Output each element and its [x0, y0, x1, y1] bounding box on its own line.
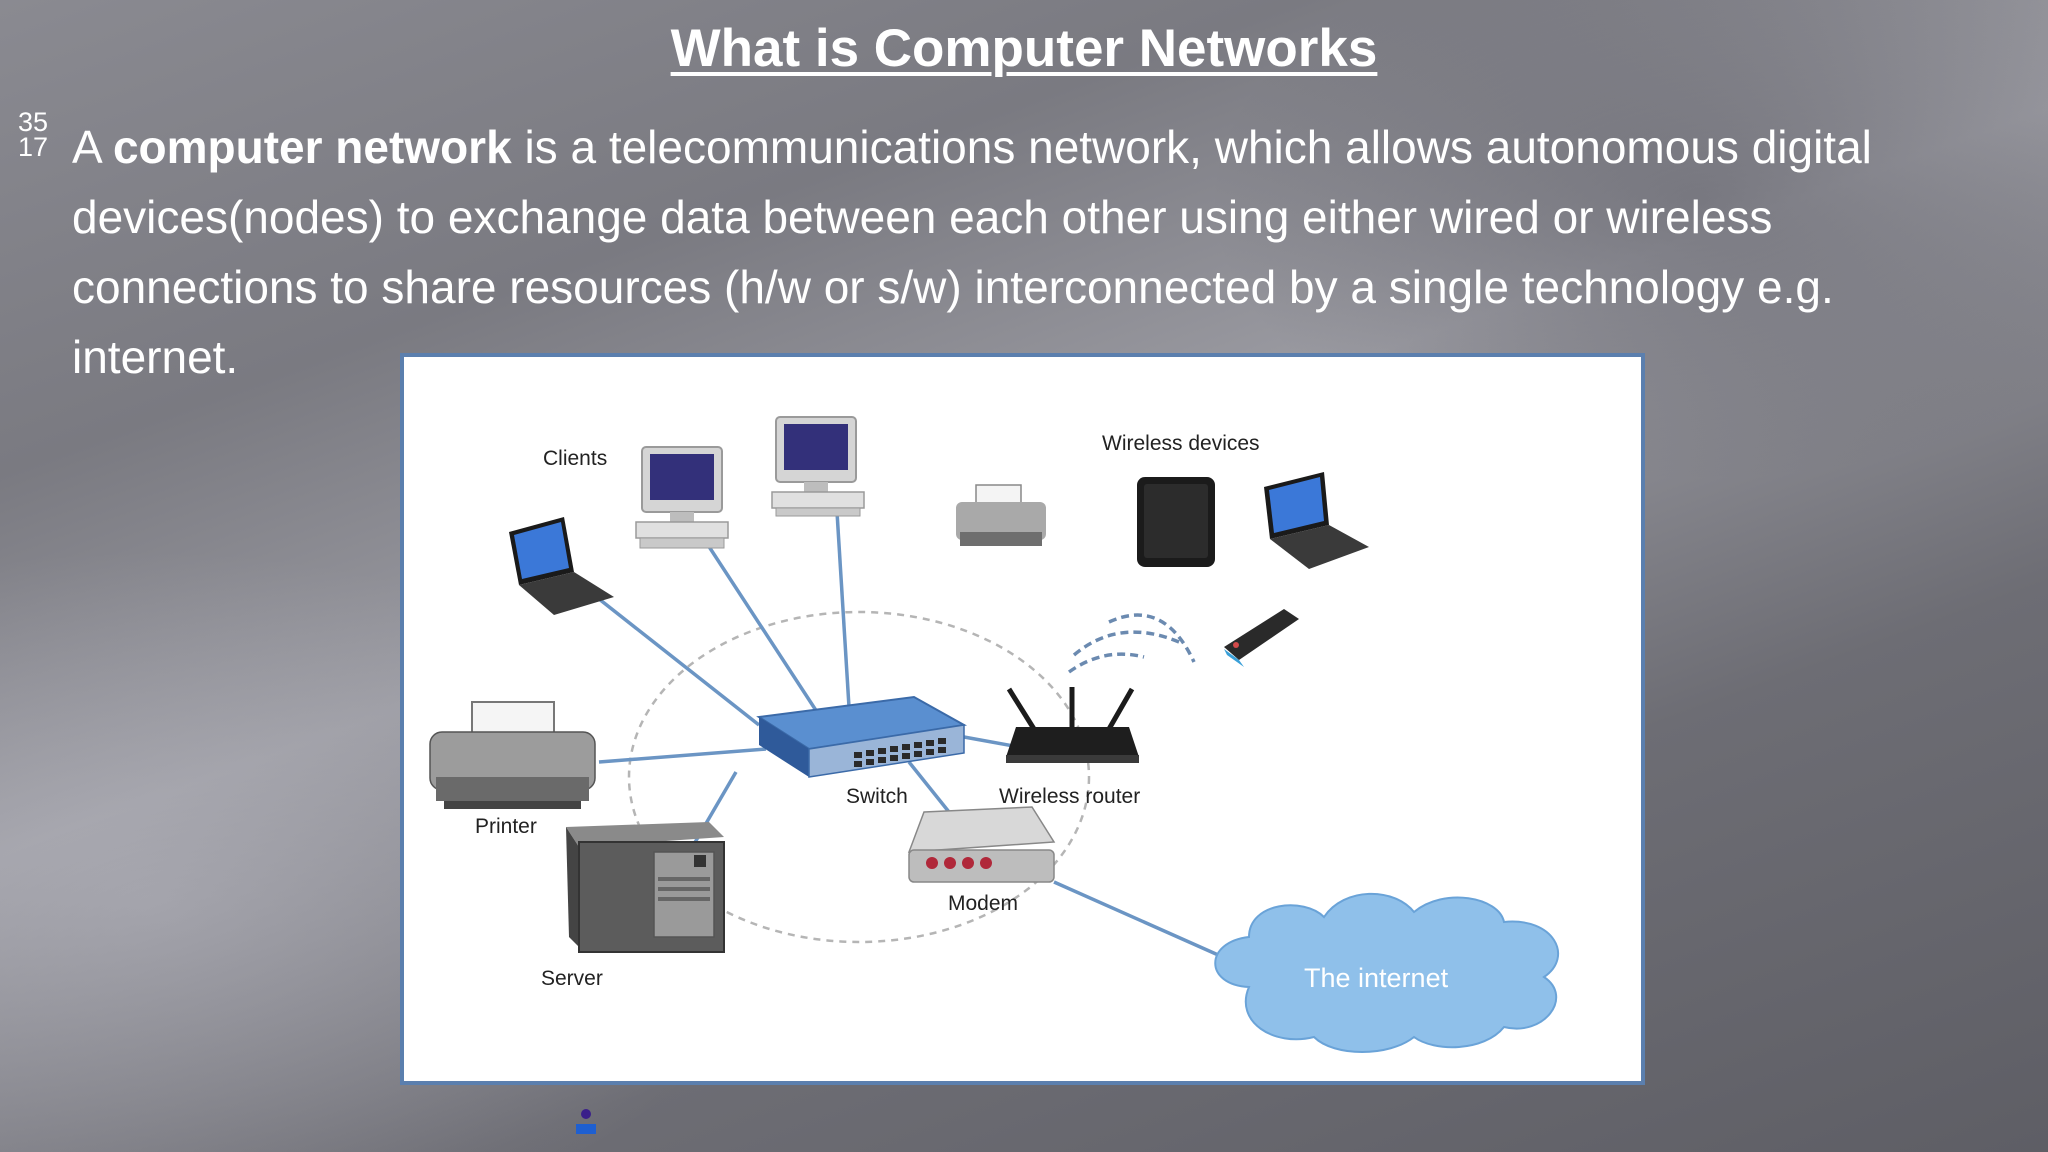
- label-clients: Clients: [543, 447, 608, 470]
- label-wireless-devices: Wireless devices: [1102, 432, 1260, 455]
- presenter-pointer-icon: [576, 1109, 596, 1134]
- label-wireless-router: Wireless router: [999, 785, 1141, 808]
- link-laptop-switch: [592, 593, 761, 727]
- slide-number-bottom: 17: [18, 132, 49, 162]
- printer-icon: [429, 701, 596, 809]
- laptop-client-icon: [509, 517, 614, 615]
- wireless-router-icon: [1006, 687, 1139, 763]
- tablet-icon: [1137, 477, 1215, 567]
- wave-1: [1067, 652, 1145, 674]
- server-icon: [566, 822, 725, 953]
- slide-title: What is Computer Networks: [670, 19, 1378, 78]
- label-modem: Modem: [948, 892, 1019, 915]
- body-paragraph: A computer network is a telecommunicatio…: [72, 112, 1992, 392]
- label-switch: Switch: [846, 785, 908, 808]
- label-printer: Printer: [475, 815, 537, 838]
- lan-boundary: [627, 610, 1091, 944]
- phone-icon: [1224, 609, 1299, 667]
- connection-lines: [592, 511, 1235, 964]
- laptop-wireless-icon: [1264, 472, 1369, 569]
- slide-number: 35 17: [18, 107, 49, 162]
- link-printer-switch: [598, 747, 767, 764]
- modem-icon: [907, 806, 1056, 883]
- wireless-waves: [1067, 613, 1196, 674]
- body-rest: is a telecommunications network, which a…: [72, 121, 1872, 383]
- link-switch-router: [963, 735, 1020, 749]
- internet-cloud-icon: [1214, 892, 1560, 1053]
- network-diagram-graphics: [429, 416, 1560, 1053]
- link-switch-modem: [907, 760, 951, 814]
- body-bold-term: computer network: [112, 121, 512, 173]
- slide-number-top: 35: [18, 107, 49, 137]
- switch-icon: [756, 695, 968, 778]
- wave-3: [1108, 613, 1196, 663]
- link-client2-switch: [835, 511, 851, 708]
- wireless-printer-icon: [956, 484, 1046, 546]
- link-client1-switch: [704, 541, 821, 716]
- label-server: Server: [541, 967, 603, 990]
- network-diagram: Clients Wireless devices Switch Wireless…: [400, 353, 1645, 1085]
- wave-2: [1072, 630, 1180, 657]
- body-prefix: A: [72, 121, 113, 173]
- link-modem-internet: [1053, 880, 1235, 964]
- label-the-internet: The internet: [1304, 963, 1449, 993]
- desktop-client-1-icon: [635, 446, 729, 549]
- desktop-client-2-icon: [771, 416, 865, 517]
